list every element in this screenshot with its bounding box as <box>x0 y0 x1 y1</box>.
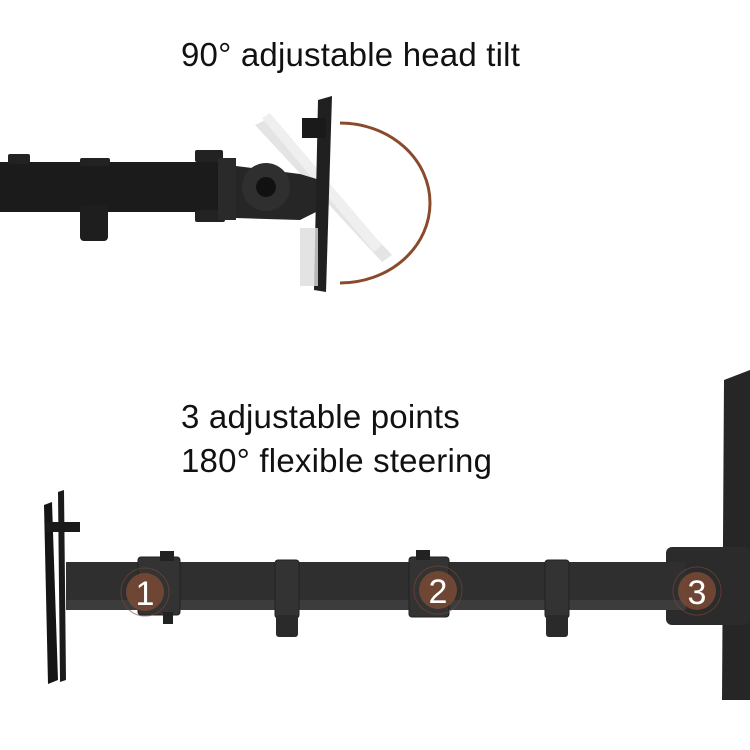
point-badge-1: 1 <box>120 567 170 617</box>
point-badge-3: 3 <box>672 566 722 616</box>
steering-caption: 3 adjustable points 180° flexible steeri… <box>181 395 492 483</box>
svg-text:1: 1 <box>136 575 155 613</box>
point-badge-2: 2 <box>413 565 463 615</box>
tilt-caption: 90° adjustable head tilt <box>181 36 521 73</box>
mount-pole <box>722 370 750 700</box>
vesa-plate <box>44 502 58 684</box>
steering-caption-line1: 3 adjustable points <box>181 398 460 435</box>
vesa-plate <box>314 96 332 292</box>
arm-bar <box>0 162 232 212</box>
svg-text:2: 2 <box>429 573 448 611</box>
clip <box>80 205 108 241</box>
tilt-arc-icon <box>339 121 432 285</box>
steering-caption-line2: 180° flexible steering <box>181 442 493 479</box>
svg-text:3: 3 <box>688 574 707 612</box>
